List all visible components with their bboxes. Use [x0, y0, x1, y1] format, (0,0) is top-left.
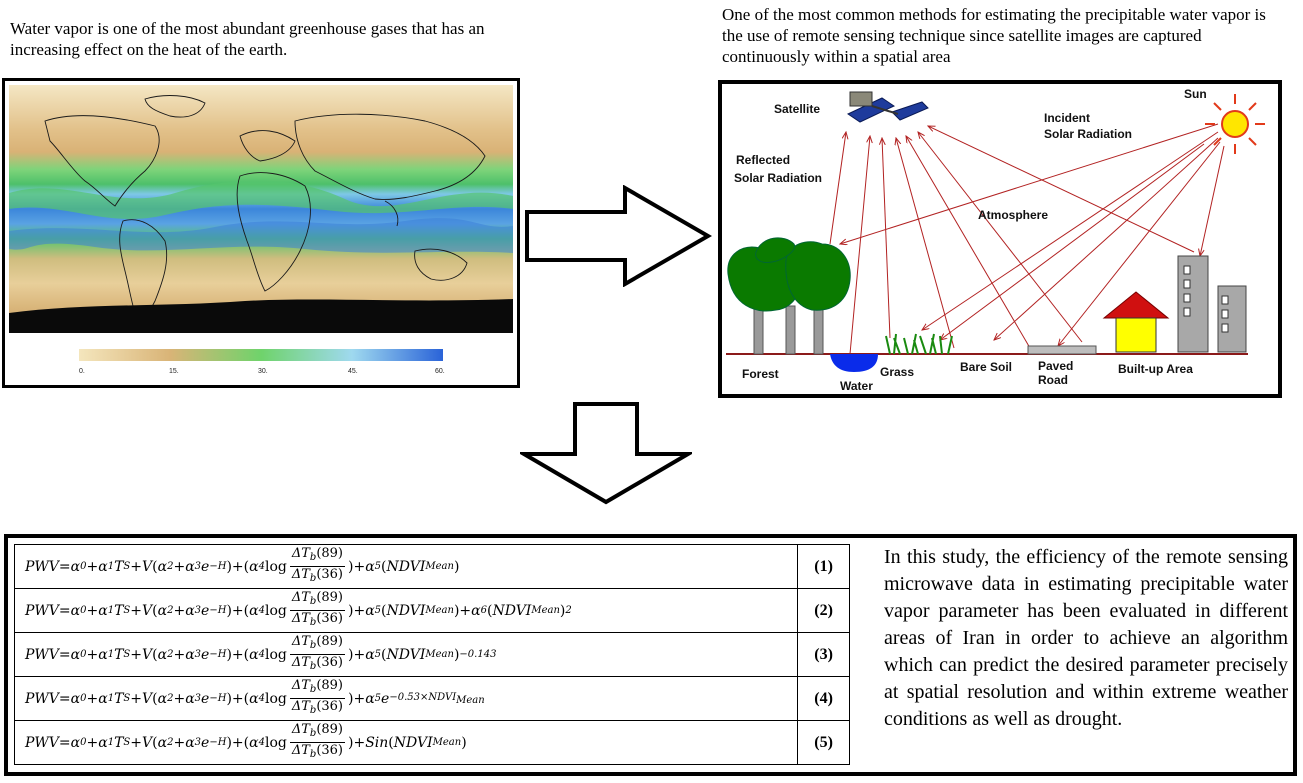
label-satellite: Satellite: [774, 102, 820, 116]
label-reflected-line1: Reflected: [736, 153, 790, 167]
label-forest: Forest: [742, 367, 779, 381]
label-built-up-area: Built-up Area: [1118, 362, 1193, 376]
equation-number: (1): [797, 544, 850, 589]
label-incident-line1: Incident: [1044, 111, 1090, 125]
label-paved-road-line2: Road: [1038, 373, 1068, 387]
water-vapor-map: 0. 15. 30. 45. 60.: [9, 85, 513, 375]
colorbar-tick: 30.: [258, 368, 268, 375]
label-atmosphere: Atmosphere: [978, 208, 1048, 222]
caption-remote-sensing: One of the most common methods for estim…: [722, 5, 1266, 66]
house-icon: [1102, 291, 1170, 353]
label-sun: Sun: [1184, 87, 1207, 101]
equation-number: (4): [797, 676, 850, 721]
label-grass: Grass: [880, 365, 914, 379]
label-incident-line2: Solar Radiation: [1044, 127, 1132, 141]
label-bare-soil: Bare Soil: [960, 360, 1012, 374]
colorbar: [79, 349, 443, 361]
buildings-icon: [1177, 255, 1247, 353]
satellite-icon: [846, 91, 929, 123]
equation-number: (3): [797, 632, 850, 677]
remote-sensing-scene-panel: Satellite Sun Incident Solar Radiation R…: [718, 80, 1282, 398]
remote-sensing-scene: Satellite Sun Incident Solar Radiation R…: [726, 87, 1265, 393]
label-water: Water: [840, 379, 873, 393]
down-arrow-icon: [520, 402, 692, 505]
paved-road-icon: [1027, 345, 1097, 355]
equation-number: (2): [797, 588, 850, 633]
sun-icon: [1205, 94, 1265, 154]
equation-number: (5): [797, 720, 850, 765]
colorbar-tick: 45.: [348, 368, 358, 375]
water-icon: [830, 354, 878, 372]
label-reflected-line2: Solar Radiation: [734, 171, 822, 185]
caption-water-vapor: Water vapor is one of the most abundant …: [10, 19, 485, 59]
forest-icon: [727, 237, 851, 355]
colorbar-tick: 60.: [435, 368, 445, 375]
right-arrow-icon: [525, 185, 712, 287]
study-summary: In this study, the efficiency of the rem…: [884, 546, 1288, 730]
label-paved-road-line1: Paved: [1038, 359, 1073, 373]
water-vapor-map-panel: 0. 15. 30. 45. 60.: [2, 78, 520, 388]
grass-icon: [885, 333, 953, 355]
colorbar-tick: 0.: [79, 368, 85, 375]
colorbar-tick: 15.: [169, 368, 179, 375]
